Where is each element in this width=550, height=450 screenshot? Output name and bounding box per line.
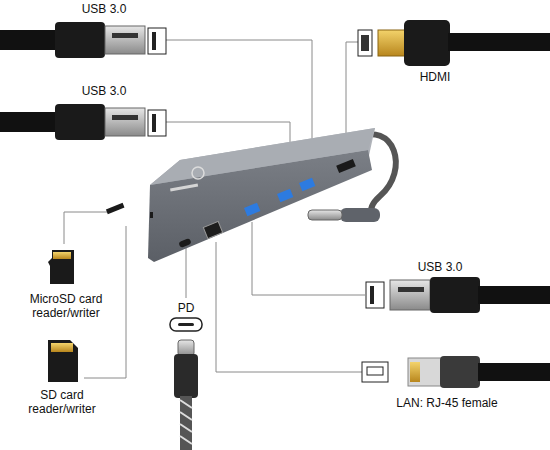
usb-plug — [366, 277, 550, 313]
usb-plug — [0, 22, 166, 58]
port-label: LAN: RJ-45 female — [382, 396, 512, 410]
hdmi-plug — [358, 20, 550, 66]
port-label: SD card reader/writer — [22, 388, 102, 416]
port-label: PD — [170, 301, 202, 315]
port-label: HDMI — [410, 70, 460, 84]
microsd-card — [48, 250, 74, 284]
port-label: USB 3.0 — [74, 84, 134, 98]
sd-card — [48, 340, 78, 382]
usb-c-plug — [170, 318, 202, 450]
port-label: MicroSD card reader/writer — [18, 292, 114, 320]
usb-hub — [106, 128, 375, 262]
port-label: USB 3.0 — [74, 2, 134, 16]
rj45-plug — [362, 356, 550, 388]
usb-plug — [0, 104, 166, 140]
port-label: USB 3.0 — [410, 260, 470, 274]
